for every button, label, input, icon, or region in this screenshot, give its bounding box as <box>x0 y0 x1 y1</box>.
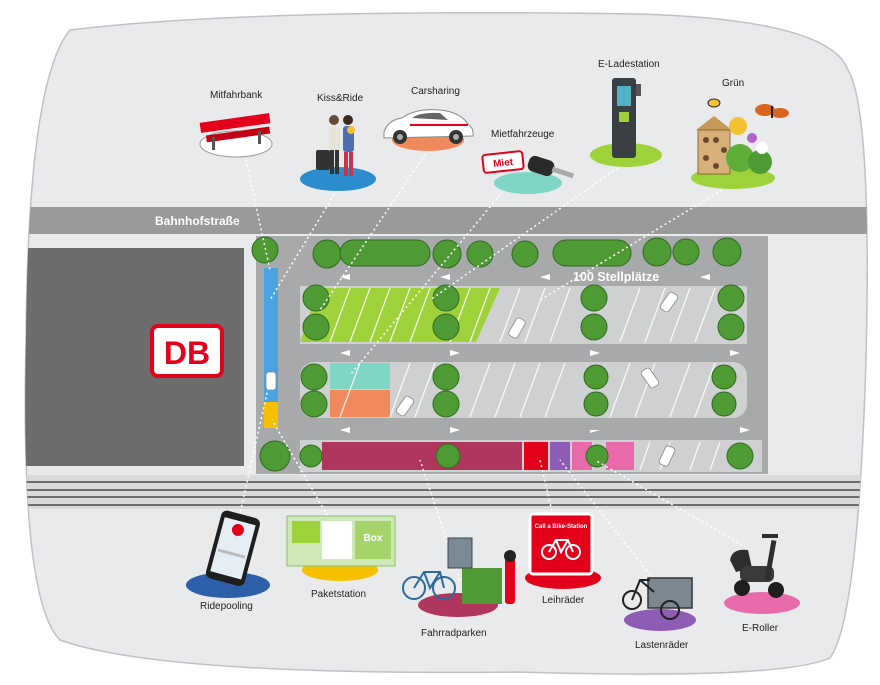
carsharing-orange-spaces <box>330 390 390 417</box>
railway-tracks <box>25 475 868 509</box>
fahrradparken-item: Fahrradparken <box>402 537 516 639</box>
svg-text:Box: Box <box>364 533 383 544</box>
bike-sharing-space <box>524 442 548 470</box>
bench-icon <box>199 113 271 150</box>
fahrradparken-label: Fahrradparken <box>421 628 487 639</box>
parking-capacity: 100 Stellplätze <box>573 270 659 284</box>
traffic-arrows <box>340 274 750 433</box>
trees <box>251 236 754 472</box>
eroller-item: E-Roller <box>724 534 800 634</box>
paketstation-item: Box Paketstation <box>286 515 396 600</box>
parcel-locker-icon: Box <box>286 515 396 567</box>
insect-hotel-icon <box>696 116 732 175</box>
bahnhofstrasse-road <box>25 207 868 234</box>
mitfahrbank-item: Mitfahrbank <box>199 90 273 158</box>
ridepooling-item: Ridepooling <box>186 510 270 612</box>
parking-lot <box>256 236 768 474</box>
escooter-icon <box>730 534 784 598</box>
charging-station-icon <box>612 78 641 158</box>
eladestation-item: E-Ladestation <box>590 59 662 167</box>
eroller-label: E-Roller <box>742 623 779 634</box>
mitfahrbank-label: Mitfahrbank <box>210 90 263 101</box>
gruen-item: Grün <box>691 78 789 189</box>
side-strip-yellow <box>264 402 278 428</box>
car-icon <box>383 109 474 144</box>
cargo-bike-icon <box>622 577 693 620</box>
svg-text:Call a Bike-Station: Call a Bike-Station <box>535 524 588 530</box>
eroller-space <box>572 442 592 470</box>
carsharing-teal-spaces <box>330 363 390 389</box>
smartphone-icon <box>205 510 260 586</box>
svg-text:Miet: Miet <box>493 157 515 170</box>
eroller-space-2 <box>606 442 634 470</box>
lastenraeder-label: Lastenräder <box>635 640 689 651</box>
carsharing-label: Carsharing <box>411 86 460 97</box>
gruen-label: Grün <box>722 78 744 89</box>
svg-text:DB: DB <box>164 335 210 371</box>
ridepooling-label: Ridepooling <box>200 601 253 612</box>
eladestation-label: E-Ladestation <box>598 59 660 70</box>
butterfly-icon <box>755 104 789 118</box>
bike-locker-icon <box>447 537 516 604</box>
leihraeder-item: Call a Bike-Station Leihräder <box>525 512 601 606</box>
bee-icon <box>707 98 721 108</box>
street-name: Bahnhofstraße <box>155 214 240 228</box>
mietfahrzeuge-label: Mietfahrzeuge <box>491 129 555 140</box>
paketstation-label: Paketstation <box>311 589 366 600</box>
db-logo: DB <box>150 324 224 378</box>
flowers-icon <box>726 117 772 174</box>
leader-lines <box>224 149 743 581</box>
mietfahrzeuge-item: Miet Mietfahrzeuge <box>481 129 575 194</box>
carsharing-item: Carsharing <box>383 86 474 151</box>
parked-cars <box>265 291 679 467</box>
call-a-bike-sign-icon: Call a Bike-Station <box>528 512 594 576</box>
bicycle-icon <box>402 571 456 600</box>
kissride-label: Kiss&Ride <box>317 93 364 104</box>
leihraeder-label: Leihräder <box>542 595 585 606</box>
kissride-item: Kiss&Ride <box>300 93 376 191</box>
couple-icon <box>316 115 355 176</box>
cargo-bike-space <box>550 442 570 470</box>
lastenraeder-item: Lastenräder <box>622 577 696 651</box>
key-tag-icon: Miet <box>481 150 575 179</box>
